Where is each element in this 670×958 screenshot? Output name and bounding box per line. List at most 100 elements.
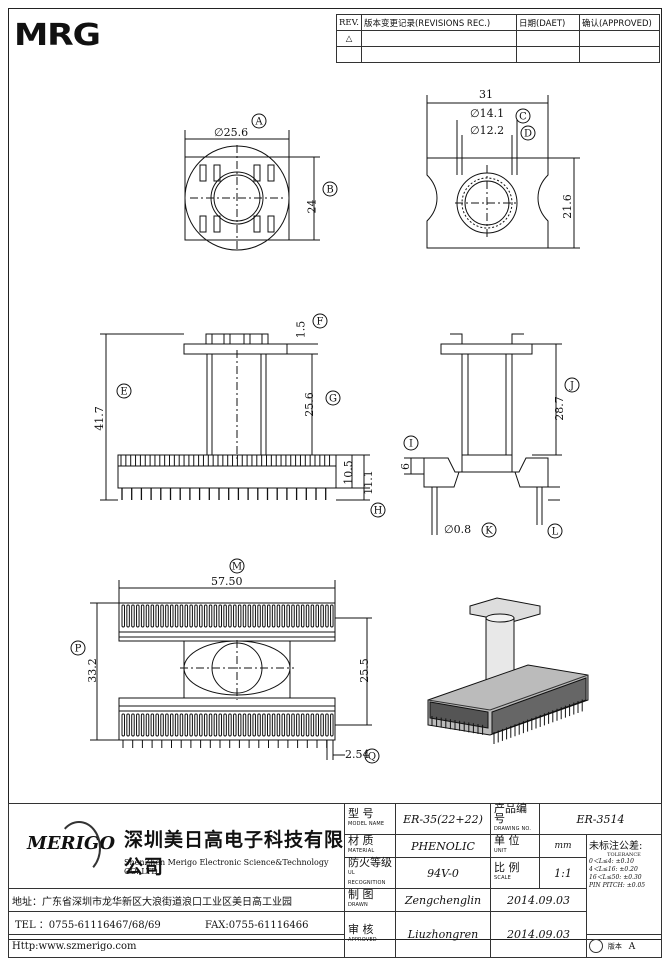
bottom-slot-top (174, 604, 179, 628)
bottom-slot-bottom (281, 713, 286, 737)
callout-label: J (569, 381, 574, 392)
bottom-slot-bottom (271, 713, 276, 737)
company-name-cn: 深圳美日高电子科技有限公司 (124, 829, 345, 878)
tolerance-line-1: 0＜L≤4: ±0.10 (589, 858, 634, 865)
callout-circle (547, 523, 563, 539)
bottom-slot-top (170, 604, 174, 628)
callout-label: D (524, 129, 532, 140)
approved-date: 2014.09.03 (490, 911, 587, 958)
callout-circle (403, 435, 419, 451)
dim-front-g: 25.6 (302, 392, 316, 417)
bottom-slot-top (150, 604, 155, 628)
callout-label: E (120, 387, 127, 398)
dim-top-right-d2: ∅12.2 (470, 124, 505, 137)
callout-circle (364, 748, 380, 764)
bottom-slot-top (199, 604, 203, 628)
bottom-slot-bottom (126, 713, 130, 737)
bottom-slot-bottom (237, 713, 242, 737)
callout-label: A (254, 117, 263, 128)
dim-bottom-m: 57.50 (211, 575, 243, 588)
bottom-slot-top (126, 604, 130, 628)
bottom-slot-top (160, 604, 164, 628)
drawn-label: 制 图 (348, 888, 374, 901)
bottom-slot-bottom (325, 713, 329, 737)
callout-label: K (485, 526, 493, 537)
bottom-slot-top (233, 604, 237, 628)
mrg-logo: MRG (14, 18, 101, 53)
bottom-slot-bottom (213, 713, 218, 737)
approved-value: Liuzhongren (395, 911, 491, 958)
company-name-en: ShenZhen Merigo Electronic Science&Techn… (124, 858, 329, 876)
bottom-slot-top (247, 604, 252, 628)
scale-value: 1:1 (539, 857, 587, 889)
bottom-slot-bottom (189, 713, 193, 737)
bottom-slot-bottom (160, 713, 164, 737)
callout-label: H (374, 506, 383, 517)
top-right-view (426, 95, 580, 249)
bottom-slots (121, 604, 334, 748)
bottom-slot-top (296, 604, 300, 628)
bottom-slot-bottom (218, 713, 222, 737)
projection-symbol-icon (589, 939, 603, 953)
callout-circle (251, 113, 267, 129)
bottom-view (90, 580, 372, 760)
callout-circle (322, 181, 338, 197)
bottom-slot-bottom (170, 713, 174, 737)
callout-circle (481, 522, 497, 538)
bottom-slot-bottom (296, 713, 300, 737)
dim-top-left-diameter: ∅25.6 (214, 126, 249, 139)
bottom-slot-bottom (310, 713, 315, 737)
bottom-slot-top (310, 604, 315, 628)
callout-label: Q (368, 752, 376, 763)
bottom-slot-top (194, 604, 198, 628)
side-view (404, 333, 562, 535)
company-box: MERIGO 深圳美日高电子科技有限公司 ShenZhen Merigo Ele… (9, 811, 344, 881)
bottom-slot-bottom (247, 713, 252, 737)
bottom-slot-bottom (184, 713, 189, 737)
isometric-view (427, 597, 589, 744)
bottom-slot-bottom (203, 713, 208, 737)
bottom-slot-top (286, 604, 290, 628)
bottom-slot-top (305, 604, 310, 628)
dim-front-b1: 10.5 (341, 460, 355, 485)
bottom-slot-top (203, 604, 208, 628)
drawn-date: 2014.09.03 (490, 888, 587, 912)
bottom-slot-top (325, 604, 329, 628)
bottom-slot-top (136, 604, 140, 628)
bottom-slot-top (228, 604, 232, 628)
bottom-slot-top (267, 604, 271, 628)
bottom-slot-bottom (262, 713, 266, 737)
bottom-slot-bottom (145, 713, 150, 737)
callout-label: F (317, 317, 324, 328)
callout-label: C (519, 112, 527, 123)
callout-label: P (75, 644, 82, 655)
bottom-slot-top (179, 604, 184, 628)
bottom-slot-top (252, 604, 256, 628)
bottom-slot-top (242, 604, 247, 628)
bottom-slot-bottom (276, 713, 281, 737)
bottom-slot-top (271, 604, 276, 628)
bottom-slot-bottom (208, 713, 213, 737)
unit-value: mm (539, 834, 587, 858)
callout-circle (515, 108, 531, 124)
bottom-slot-top (213, 604, 218, 628)
fax-text: FAX:0755-61116466 (205, 919, 309, 931)
bottom-slot-bottom (179, 713, 184, 737)
address-text: 地址：广东省深圳市龙华新区大浪街道浪口工业区美日高工业园 (8, 888, 345, 912)
callout-circle (564, 377, 580, 393)
bottom-slot-bottom (286, 713, 290, 737)
bottom-slot-bottom (199, 713, 203, 737)
tolerance-line-3: 16＜L≤50: ±0.30 (589, 874, 642, 881)
tolerance-line-4: PIN PITCH: ±0.05 (589, 882, 646, 889)
bottom-slot-top (223, 604, 227, 628)
bottom-slot-bottom (257, 713, 261, 737)
tolerance-box: 未标注公差: TOLERANCE 0＜L≤4: ±0.10 4＜L≤16: ±0… (586, 834, 662, 935)
bottom-slot-top (145, 604, 150, 628)
bottom-slot-top (291, 604, 295, 628)
bottom-slot-top (131, 604, 135, 628)
bottom-slot-top (262, 604, 266, 628)
bottom-slot-top (257, 604, 261, 628)
bottom-slot-bottom (305, 713, 310, 737)
approved-label: 审 核 (348, 922, 374, 936)
dim-top-left-height: 24 (305, 199, 319, 214)
